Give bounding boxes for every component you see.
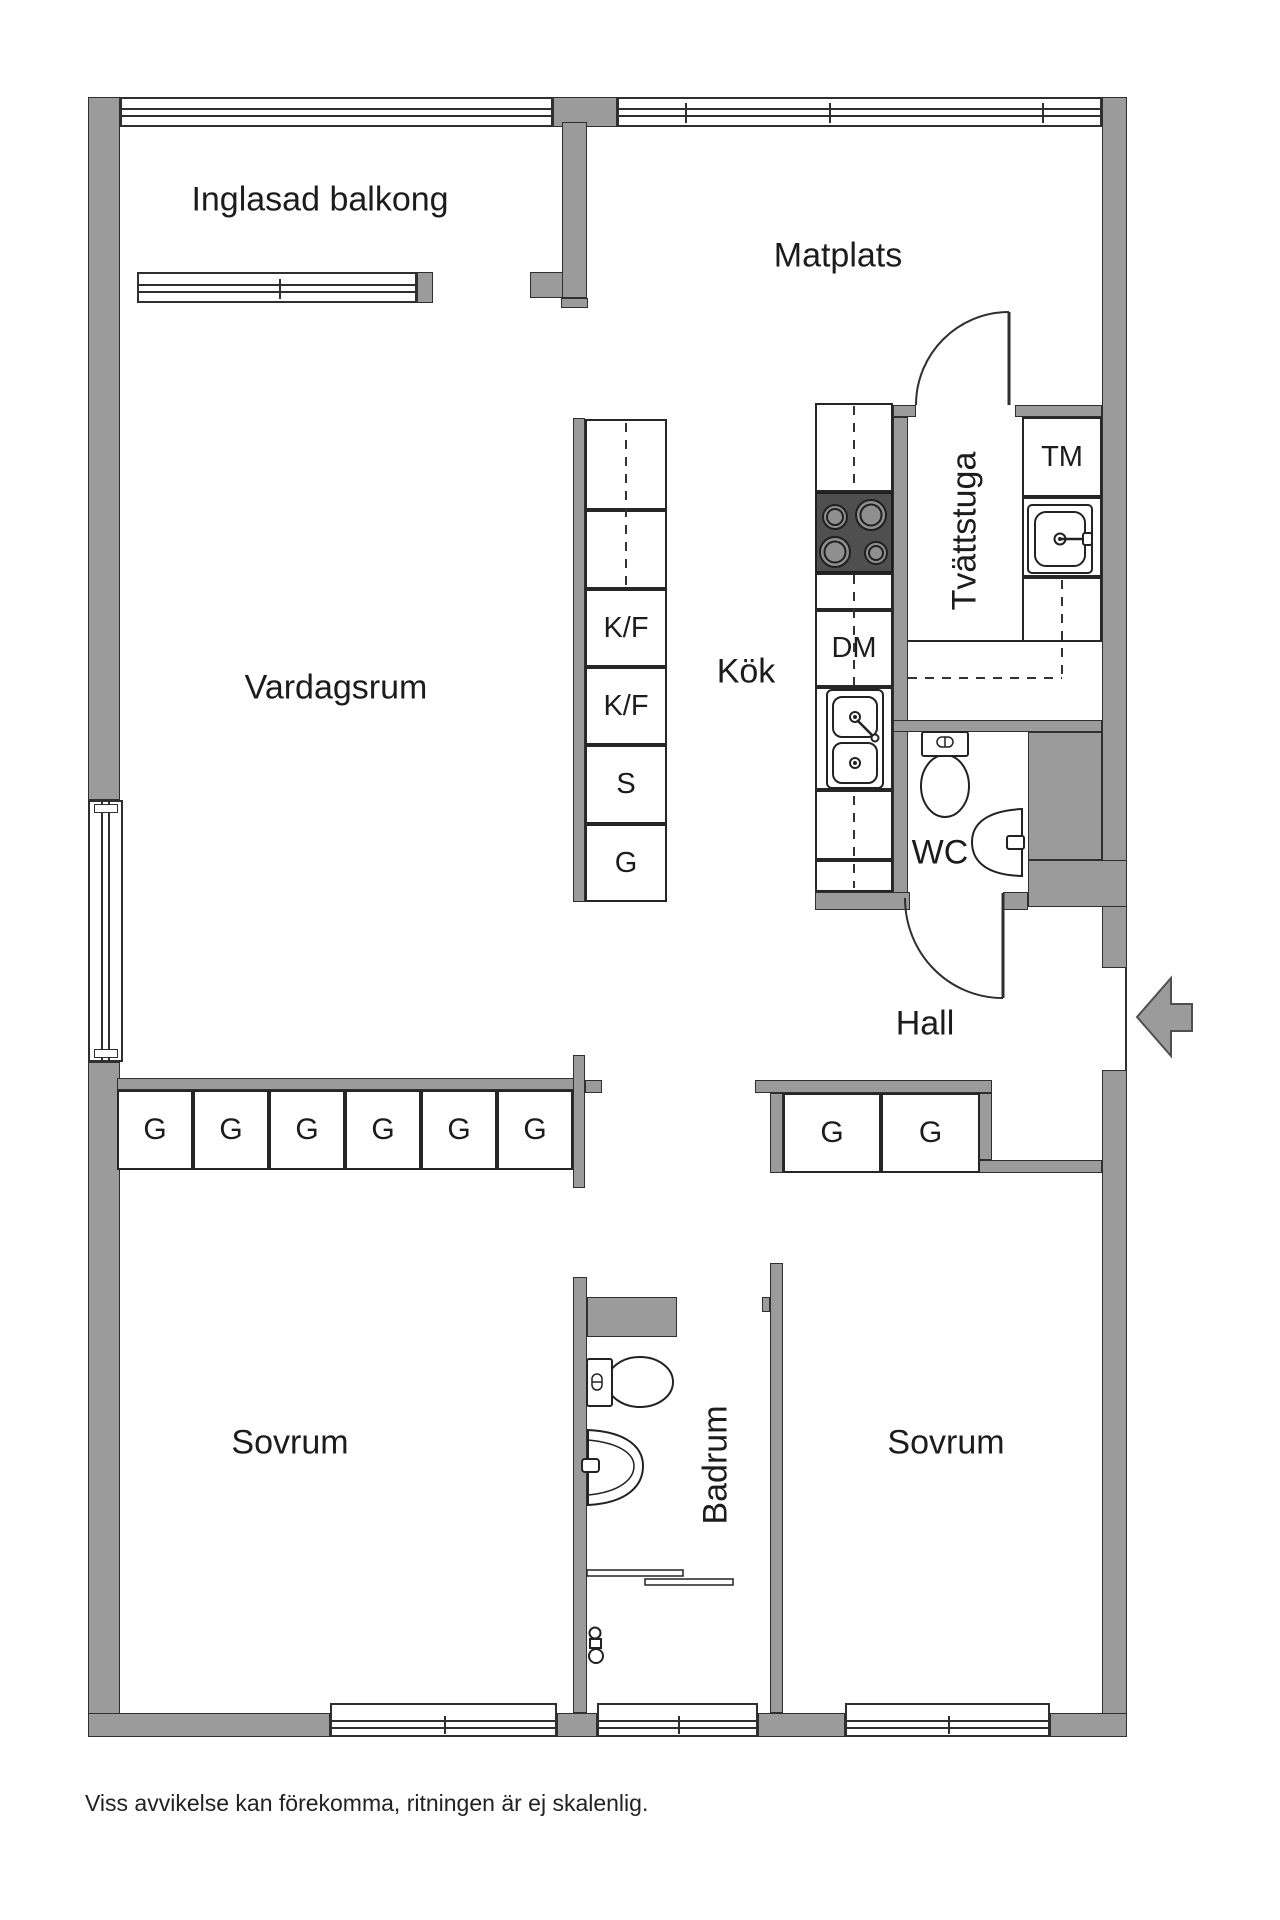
wardrobe-label: G [295, 1113, 319, 1146]
wall-wc-top [893, 720, 1102, 732]
window-bottom-bathroom [597, 1703, 758, 1737]
window-bottom-bedroom-left [330, 1703, 557, 1737]
door-arc-wc [904, 893, 1005, 999]
wall-laundry-top [1015, 405, 1102, 417]
bedroom-wardrobe-5: G [421, 1090, 497, 1170]
shower-mixer-icon [588, 1626, 604, 1664]
label-hall: Hall [895, 1004, 955, 1043]
wardrobe-label: G [523, 1113, 547, 1146]
hall-wardrobe-1: G [783, 1093, 881, 1173]
label-bedroom-right: Sovrum [887, 1423, 1005, 1462]
wall-bottom-a [88, 1713, 330, 1737]
kitchen-counter-cell-2 [585, 510, 667, 589]
wall-wc-bottom-right-block [1028, 860, 1127, 907]
wall-bottom-d [1050, 1713, 1127, 1737]
toilet-icon-wc [920, 731, 970, 818]
window-dining-top [617, 97, 1102, 127]
window-left-wall [88, 800, 123, 1062]
wall-bathroom-top-block [587, 1297, 677, 1337]
wall-right-lower [1102, 1070, 1127, 1737]
wall-wc-door-right [1003, 892, 1028, 910]
kitchen-cabinet-kf2: K/F [585, 667, 667, 745]
wall-kitchen-left-strip [573, 418, 585, 902]
wall-left-upper [88, 97, 120, 800]
wall-balcony-window-end [417, 272, 433, 303]
shower-screen-lines [586, 1569, 734, 1586]
bedroom-wardrobe-3: G [269, 1090, 345, 1170]
dishwasher-cell: DM [815, 610, 893, 687]
wall-balcony-divider-step [561, 298, 588, 308]
bedroom-wardrobe-4: G [345, 1090, 421, 1170]
laundry-sink-cell [1022, 497, 1102, 577]
wardrobe-label: G [918, 1116, 943, 1149]
wardrobe-label: G [143, 1113, 167, 1146]
window-balcony-top [120, 97, 553, 127]
label-wc: WC [911, 833, 969, 872]
washing-machine-label: TM [1041, 440, 1083, 473]
wall-bottom-b [557, 1713, 597, 1737]
kitchen-bench-mid [815, 573, 893, 610]
label-bathroom: Badrum [696, 1405, 735, 1525]
wall-balcony-divider [562, 122, 587, 298]
washbasin-icon-wc [970, 807, 1025, 878]
kitchen-cabinet-g: G [585, 824, 667, 902]
wall-balcony-divider-foot [530, 272, 563, 298]
bedroom-wardrobe-2: G [193, 1090, 269, 1170]
wall-wc-right-block [1028, 732, 1102, 860]
label-balcony: Inglasad balkong [191, 180, 449, 219]
label-laundry: Tvättstuga [945, 451, 984, 611]
kitchen-cabinet-kf2-label: K/F [603, 689, 649, 722]
wall-bathroom-right-stub [762, 1297, 770, 1312]
bedroom-wardrobe-1: G [117, 1090, 193, 1170]
hall-wardrobe-2: G [881, 1093, 980, 1173]
kitchen-counter-cell-1 [585, 419, 667, 510]
wall-bottom-c [758, 1713, 845, 1737]
wardrobe-label: G [371, 1113, 395, 1146]
toilet-icon-bathroom [586, 1356, 674, 1408]
wall-hall-closet-left [770, 1093, 783, 1173]
wall-bathroom-left [573, 1277, 587, 1713]
window-balcony-inner [137, 272, 417, 303]
wall-right-upper [1102, 97, 1127, 968]
washbasin-icon-bathroom [581, 1428, 645, 1507]
kitchen-cabinet-kf1-label: K/F [603, 611, 649, 644]
wardrobe-label: G [219, 1113, 243, 1146]
wall-left-lower [88, 1062, 120, 1737]
kitchen-cabinet-g-label: G [614, 846, 638, 879]
wall-kitchen-bottom [815, 892, 910, 910]
label-living: Vardagsrum [244, 668, 428, 707]
label-kitchen: Kök [716, 652, 776, 691]
kitchen-bench-low [815, 790, 893, 860]
wardrobe-label: G [447, 1113, 471, 1146]
kitchen-cabinet-s-label: S [616, 768, 636, 800]
label-dining: Matplats [773, 236, 903, 275]
wall-bedroom-divider-stub [585, 1080, 602, 1093]
kitchen-bench-top [815, 403, 893, 492]
entrance-arrow-icon [1135, 975, 1193, 1059]
wall-hall-right [978, 1160, 1102, 1173]
kitchen-bench-end [815, 860, 893, 892]
wall-hall-closet-top [755, 1080, 992, 1093]
label-bedroom-left: Sovrum [231, 1423, 349, 1462]
door-arc-laundry [915, 311, 1011, 406]
wall-bedroom-divider-upper [573, 1055, 585, 1188]
washing-machine-cell: TM [1022, 417, 1102, 497]
wardrobe-label: G [820, 1116, 844, 1149]
wall-hall-closet-right [978, 1093, 992, 1160]
window-bottom-bedroom-right [845, 1703, 1050, 1737]
wall-bedroom-row-top [117, 1078, 575, 1090]
kitchen-sink-cell [815, 687, 893, 790]
stove [815, 492, 893, 573]
disclaimer-text: Viss avvikelse kan förekomma, ritningen … [85, 1790, 649, 1816]
laundry-bench-low [1022, 577, 1102, 642]
wall-kitchen-laundry-strip [893, 417, 908, 910]
kitchen-cabinet-s: S [585, 745, 667, 824]
wall-laundry-door-left [893, 405, 916, 417]
wall-bathroom-right [770, 1263, 783, 1713]
kitchen-cabinet-kf1: K/F [585, 589, 667, 667]
bedroom-wardrobe-6: G [497, 1090, 573, 1170]
dishwasher-label: DM [831, 632, 877, 664]
